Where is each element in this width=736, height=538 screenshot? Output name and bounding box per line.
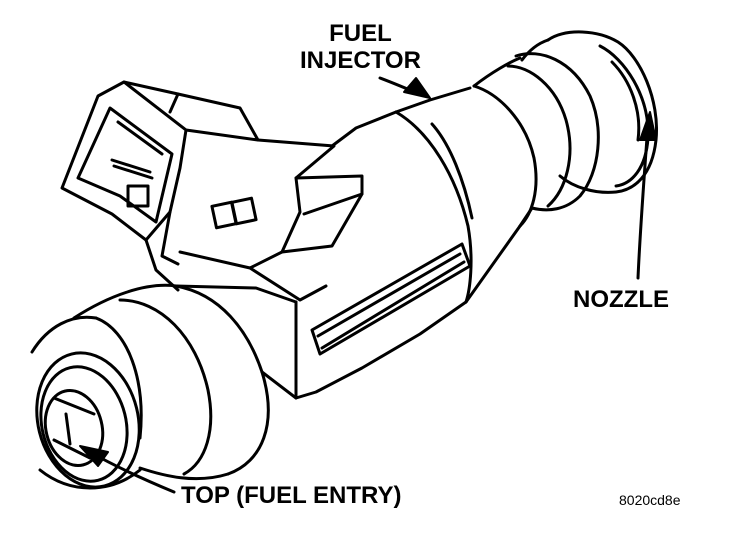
fuel-injector-arrow: [378, 76, 431, 99]
injector-body: [294, 86, 522, 400]
fuel-injector-label: FUEL INJECTOR: [300, 20, 421, 74]
electrical-connector: [60, 80, 364, 302]
nozzle-arrow: [636, 111, 657, 280]
top-fuel-entry-label: TOP (FUEL ENTRY): [181, 482, 402, 509]
fuel-injector-label-line2: INJECTOR: [300, 47, 421, 74]
top-fuel-entry: [30, 283, 298, 490]
nozzle-label: NOZZLE: [573, 286, 669, 313]
fuel-injector-label-line1: FUEL: [329, 20, 392, 47]
top-fuel-entry-arrow: [79, 445, 176, 494]
figure-code: 8020cd8e: [619, 492, 681, 508]
nozzle-sleeve: [472, 52, 600, 228]
